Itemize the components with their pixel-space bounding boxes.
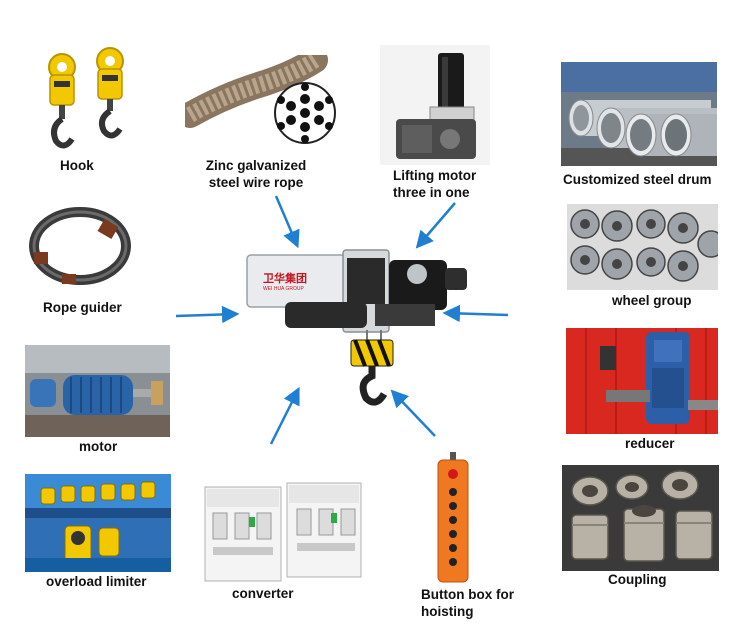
reducer-label: reducer [625,436,675,451]
wheel-group-image [567,204,718,290]
motor-icon [25,345,170,437]
button-box-label: Button box for hoisting [421,586,514,620]
wheel-group-label: wheel group [612,293,692,308]
hoist-icon [246,249,467,406]
drum-icon [561,62,717,166]
hook-image [40,45,140,150]
button-box-label-line1: Button box for [421,587,514,602]
button-box-image [430,452,476,586]
converter-image [203,477,363,585]
motor-icon [396,53,476,159]
wire-rope-label-line1: Zinc galvanized [205,158,307,173]
steel-drum-image [561,62,717,166]
wheel-icon [570,209,718,282]
rope-guider-image [22,200,132,295]
coupling-image [562,465,719,571]
lifting-motor-label-line1: Lifting motor [393,168,477,183]
breaker-icon [204,482,362,582]
rope-guider-label: Rope guider [43,300,122,315]
arrow-from-button-box [390,389,436,437]
overload-limiter-image [25,474,171,572]
hoist-brand: 卫华集团 WEI HUA GROUP [263,270,307,292]
reducer-icon [566,328,718,434]
overload-limiter-label: overload limiter [46,574,147,589]
lifting-motor-label: Lifting motor three in one [393,167,503,201]
arrow-from-lifting-motor [415,202,456,249]
wire-rope-label: Zinc galvanized steel wire rope [186,157,326,191]
rope-guider-icon [29,207,131,285]
reducer-image [566,328,718,434]
steel-drum-label: Customized steel drum [563,172,712,187]
arrow-from-converter [269,386,300,445]
lifting-motor-image [380,45,490,165]
button-box-label-line2: hoisting [421,604,474,619]
wire-rope-icon [185,55,336,144]
center-hoist-image: 卫华集团 WEI HUA GROUP [245,240,470,410]
lifting-motor-label-line2: three in one [393,185,470,200]
converter-label: converter [232,586,294,601]
motor-image [25,345,170,437]
hook-icon [48,47,124,149]
wire-rope-image [185,55,340,155]
limiter-icon [25,474,171,572]
hoist-brand-en: WEI HUA GROUP [263,286,304,292]
arrow-from-wheel-group [442,304,509,323]
pendant-icon [437,452,469,583]
wire-rope-label-line2: steel wire rope [208,175,304,190]
hook-label: Hook [60,158,94,173]
coupling-label: Coupling [608,572,667,587]
arrow-from-rope-guider [175,305,240,324]
coupling-icon [571,470,713,562]
motor-label: motor [79,439,118,454]
arrow-from-wire-rope [274,195,300,249]
hoist-brand-cn: 卫华集团 [263,273,307,285]
